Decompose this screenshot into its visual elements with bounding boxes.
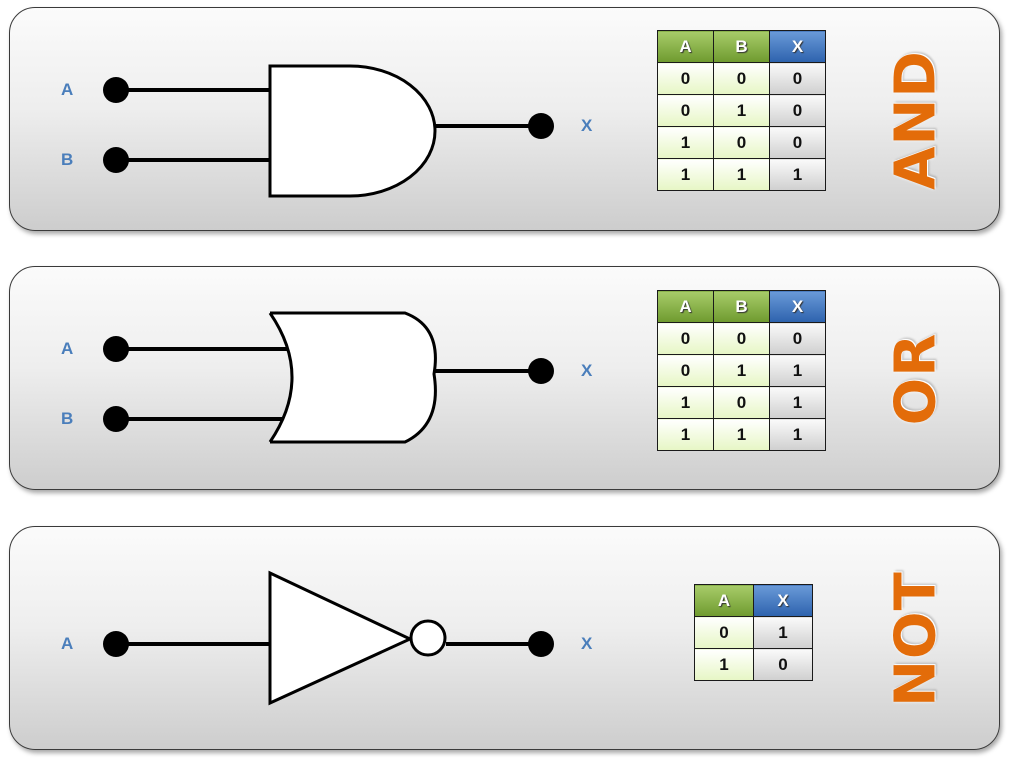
truth-table-cell: 1 <box>713 354 770 387</box>
truth-table-row: 1 0 0 <box>657 126 826 159</box>
truth-table-header-x: X <box>769 290 826 323</box>
or-gate-input-curve <box>268 312 294 443</box>
and-output-x-label: X <box>581 116 593 135</box>
truth-table-cell: 1 <box>769 418 826 451</box>
not-gate-triangle <box>268 570 414 706</box>
truth-table-cell: 0 <box>769 126 826 159</box>
truth-table-header-row: A X <box>694 584 813 617</box>
truth-table-cell: 1 <box>713 158 770 191</box>
or-output-x-label: X <box>581 361 593 380</box>
not-output-x-label: X <box>581 634 593 653</box>
truth-table-cell: 1 <box>657 158 714 191</box>
truth-table-row: 0 1 0 <box>657 94 826 127</box>
or-gate-title-text: OR <box>883 332 949 426</box>
truth-table-header-x: X <box>769 30 826 63</box>
truth-table-row: 1 0 1 <box>657 386 826 419</box>
and-gate-title-text: AND <box>883 50 949 190</box>
truth-table-cell: 0 <box>769 62 826 95</box>
truth-table-cell: 1 <box>657 386 714 419</box>
truth-table-row: 0 1 1 <box>657 354 826 387</box>
and-input-b-label: B <box>61 150 74 169</box>
truth-table-header-row: A B X <box>657 290 826 323</box>
or-input-a-label: A <box>61 339 74 358</box>
truth-table-cell: 1 <box>694 648 754 681</box>
or-gate-symbol <box>103 311 554 444</box>
truth-table-cell: 0 <box>713 386 770 419</box>
or-input-b-terminal <box>103 406 129 432</box>
and-input-a-label: A <box>61 80 74 99</box>
or-truth-table: A B X 0 0 0 0 1 1 1 0 1 1 1 1 <box>657 290 826 451</box>
truth-table-cell: 0 <box>769 322 826 355</box>
truth-table-cell: 1 <box>769 354 826 387</box>
truth-table-header-a: A <box>694 584 754 617</box>
truth-table-cell: 0 <box>694 616 754 649</box>
truth-table-cell: 1 <box>769 158 826 191</box>
truth-table-cell: 0 <box>713 126 770 159</box>
truth-table-cell: 0 <box>713 62 770 95</box>
truth-table-cell: 1 <box>657 126 714 159</box>
truth-table-row: 1 1 1 <box>657 418 826 451</box>
not-output-terminal <box>528 631 554 657</box>
not-input-a-terminal <box>103 631 129 657</box>
and-gate-body <box>268 64 437 198</box>
truth-table-cell: 0 <box>657 94 714 127</box>
or-input-a-terminal <box>103 336 129 362</box>
or-input-b-label: B <box>61 409 74 428</box>
truth-table-row: 0 1 <box>694 616 813 649</box>
truth-table-cell: 1 <box>713 94 770 127</box>
and-gate-symbol <box>103 64 554 198</box>
or-output-terminal <box>528 358 554 384</box>
and-input-a-terminal <box>103 77 129 103</box>
truth-table-cell: 0 <box>769 94 826 127</box>
truth-table-cell: 1 <box>713 418 770 451</box>
or-gate-panel: A B X A B X 0 0 0 0 1 1 1 0 1 1 1 1 OR <box>9 266 1000 490</box>
and-truth-table: A B X 0 0 0 0 1 0 1 0 0 1 1 1 <box>657 30 826 191</box>
truth-table-cell: 0 <box>657 354 714 387</box>
truth-table-cell: 1 <box>753 616 813 649</box>
truth-table-row: 0 0 0 <box>657 62 826 95</box>
truth-table-header-a: A <box>657 30 714 63</box>
truth-table-row: 1 1 1 <box>657 158 826 191</box>
truth-table-cell: 0 <box>713 322 770 355</box>
or-gate-outline <box>270 311 437 444</box>
truth-table-cell: 1 <box>769 386 826 419</box>
not-gate-panel: A X A X 0 1 1 0 NOT <box>9 526 1000 750</box>
truth-table-header-b: B <box>713 290 770 323</box>
truth-table-header-x: X <box>753 584 813 617</box>
not-truth-table: A X 0 1 1 0 <box>694 584 813 681</box>
truth-table-row: 1 0 <box>694 648 813 681</box>
truth-table-header-row: A B X <box>657 30 826 63</box>
not-input-a-label: A <box>61 634 74 653</box>
truth-table-row: 0 0 0 <box>657 322 826 355</box>
and-gate-panel: A B X A B X 0 0 0 0 1 0 1 0 0 1 1 1 AND <box>9 7 1000 231</box>
not-gate-title-text: NOT <box>883 571 949 707</box>
truth-table-cell: 1 <box>657 418 714 451</box>
not-gate-symbol <box>103 570 554 706</box>
not-inversion-bubble <box>409 619 447 657</box>
truth-table-cell: 0 <box>753 648 813 681</box>
truth-table-header-b: B <box>713 30 770 63</box>
truth-table-cell: 0 <box>657 62 714 95</box>
and-output-terminal <box>528 113 554 139</box>
and-input-b-terminal <box>103 147 129 173</box>
truth-table-header-a: A <box>657 290 714 323</box>
truth-table-cell: 0 <box>657 322 714 355</box>
or-gate-fill <box>270 313 436 442</box>
